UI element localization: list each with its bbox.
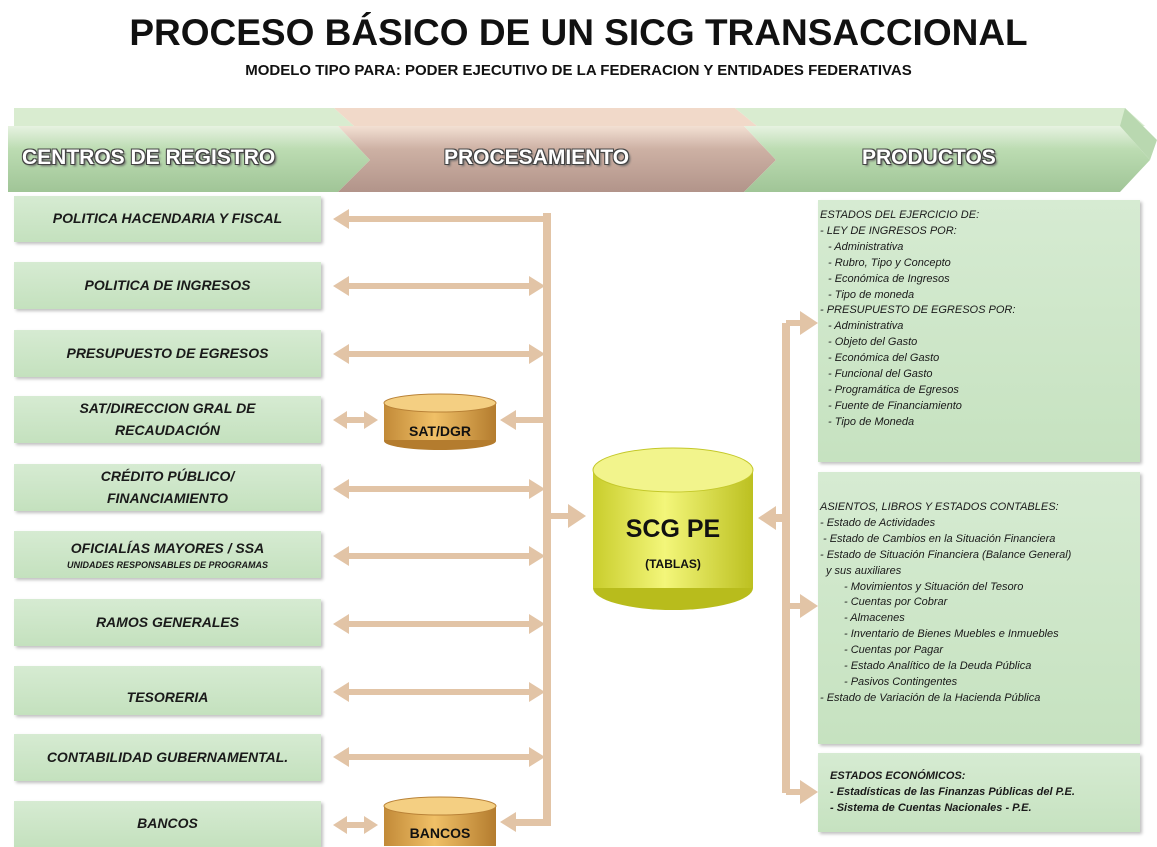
product-line: - Estado Analítico de la Deuda Pública bbox=[844, 660, 1032, 673]
centro-presupuesto-egresos: PRESUPUESTO DE EGRESOS bbox=[14, 330, 321, 377]
arrow-row-10-right bbox=[500, 812, 545, 832]
arrow-row-9 bbox=[333, 747, 545, 767]
trunk-line bbox=[543, 213, 551, 826]
centro-politica-ingresos: POLITICA DE INGRESOS bbox=[14, 262, 321, 309]
product-line: - Estado de Variación de la Hacienda Púb… bbox=[820, 691, 1041, 704]
product-line: - Estado de Actividades bbox=[820, 516, 936, 529]
arrow-row-3 bbox=[333, 344, 545, 364]
centro-label: OFICIALÍAS MAYORES / SSA bbox=[70, 540, 265, 557]
product-line: - Cuentas por Cobrar bbox=[844, 596, 948, 609]
page-subtitle: MODELO TIPO PARA: PODER EJECUTIVO DE LA … bbox=[245, 62, 912, 79]
band-right bbox=[744, 126, 1150, 192]
productos-estados-ejercicio: ESTADOS DEL EJERCICIO DE: - LEY DE INGRE… bbox=[818, 200, 1140, 462]
centro-ramos-generales: RAMOS GENERALES bbox=[14, 599, 321, 646]
arrow-row-5 bbox=[333, 479, 545, 499]
arrow-row-7 bbox=[333, 614, 545, 634]
product-line: ASIENTOS, LIBROS Y ESTADOS CONTABLES: bbox=[820, 501, 1059, 513]
band-left bbox=[8, 126, 370, 192]
arrow-trunk-to-scg bbox=[551, 504, 586, 528]
band-right-top bbox=[735, 108, 1145, 126]
page-title: PROCESO BÁSICO DE UN SICG TRANSACCIONAL bbox=[129, 12, 1028, 53]
product-line: - Funcional del Gasto bbox=[828, 368, 933, 381]
centro-label: SAT/DIRECCION GRAL DE bbox=[79, 399, 256, 416]
product-line: y sus auxiliares bbox=[826, 564, 902, 577]
centro-label: CRÉDITO PÚBLICO/ bbox=[100, 467, 235, 484]
centro-label-line2: RECAUDACIÓN bbox=[115, 421, 220, 438]
band-left-top bbox=[14, 108, 354, 126]
band-right-tip bbox=[1120, 108, 1157, 160]
arrow-row-2 bbox=[333, 276, 545, 296]
sat-dgr-cylinder bbox=[383, 393, 497, 450]
product-line: - Tipo de moneda bbox=[828, 288, 915, 301]
product-line: - Estado de Situación Financiera (Balanc… bbox=[820, 548, 1072, 561]
product-line: - Movimientos y Situación del Tesoro bbox=[844, 580, 1024, 593]
product-line: - Programática de Egresos bbox=[828, 383, 959, 396]
centro-contabilidad: CONTABILIDAD GUBERNAMENTAL. bbox=[14, 734, 321, 781]
product-line: - Tipo de Moneda bbox=[828, 415, 915, 428]
bancos-cylinder-label: BANCOS bbox=[409, 825, 471, 841]
scg-pe-label: SCG PE bbox=[625, 515, 721, 543]
product-line: - Económica de Ingresos bbox=[828, 272, 950, 285]
centro-politica-hacendaria: POLITICA HACENDARIA Y FISCAL bbox=[14, 196, 321, 242]
centro-bancos: BANCOS bbox=[14, 801, 321, 847]
product-line: - Estado de Cambios en la Situación Fina… bbox=[823, 532, 1056, 545]
header-band bbox=[8, 108, 1157, 192]
centro-label-line2: UNIDADES RESPONSABLES DE PROGRAMAS bbox=[66, 559, 269, 570]
sat-dgr-label: SAT/DGR bbox=[409, 423, 471, 439]
product-line: - Objeto del Gasto bbox=[828, 336, 918, 349]
centro-label: PRESUPUESTO DE EGRESOS bbox=[66, 344, 269, 361]
product-line: - LEY DE INGRESOS POR: bbox=[820, 224, 957, 237]
arrow-row-1 bbox=[333, 209, 545, 229]
band-middle-top bbox=[334, 108, 757, 126]
product-line: ESTADOS ECONÓMICOS: bbox=[830, 770, 966, 782]
centro-label: POLITICA DE INGRESOS bbox=[84, 276, 251, 293]
productos-economicos: ESTADOS ECONÓMICOS: - Estadísticas de la… bbox=[818, 753, 1140, 832]
product-line: - Inventario de Bienes Muebles e Inmuebl… bbox=[844, 628, 1059, 641]
centro-sat: SAT/DIRECCION GRAL DE RECAUDACIÓN bbox=[14, 396, 321, 443]
centro-label: POLITICA HACENDARIA Y FISCAL bbox=[52, 210, 283, 227]
centro-label: TESORERIA bbox=[126, 689, 209, 706]
product-line: - Almacenes bbox=[844, 612, 905, 625]
bancos-cylinder bbox=[383, 796, 497, 846]
scg-pe-sublabel: (TABLAS) bbox=[645, 557, 701, 571]
product-line: - Fuente de Financiamiento bbox=[828, 399, 962, 412]
product-line: - Económica del Gasto bbox=[828, 352, 940, 365]
centro-oficialias: OFICIALÍAS MAYORES / SSA UNIDADES RESPON… bbox=[14, 531, 321, 578]
centro-label-line2: FINANCIAMIENTO bbox=[106, 489, 229, 506]
centro-credito-publico: CRÉDITO PÚBLICO/ FINANCIAMIENTO bbox=[14, 464, 321, 511]
scg-pe-cylinder bbox=[592, 447, 754, 610]
header-productos: PRODUCTOS bbox=[862, 146, 996, 169]
product-line: - Estadísticas de las Finanzas Públicas … bbox=[830, 785, 1075, 798]
arrow-scg-to-products bbox=[758, 311, 818, 804]
product-line: - Administrativa bbox=[828, 240, 904, 253]
product-line: ESTADOS DEL EJERCICIO DE: bbox=[820, 209, 980, 221]
product-line: - PRESUPUESTO DE EGRESOS POR: bbox=[820, 304, 1016, 317]
arrow-row-8 bbox=[333, 682, 545, 702]
arrow-row-4-right bbox=[500, 410, 545, 430]
header-procesamiento: PROCESAMIENTO bbox=[444, 146, 630, 169]
product-line: - Cuentas por Pagar bbox=[844, 644, 944, 657]
header-centros: CENTROS DE REGISTRO bbox=[22, 146, 276, 169]
product-line: - Administrativa bbox=[828, 320, 904, 333]
arrow-row-4-left bbox=[333, 411, 378, 429]
arrow-row-10-left bbox=[333, 816, 378, 834]
product-line: - Pasivos Contingentes bbox=[844, 675, 958, 688]
band-middle bbox=[338, 126, 776, 192]
product-line: - Rubro, Tipo y Concepto bbox=[828, 256, 951, 269]
arrow-row-6 bbox=[333, 546, 545, 566]
productos-asientos: ASIENTOS, LIBROS Y ESTADOS CONTABLES: - … bbox=[818, 472, 1140, 744]
centro-label: RAMOS GENERALES bbox=[95, 613, 240, 630]
product-line: - Sistema de Cuentas Nacionales - P.E. bbox=[830, 801, 1032, 814]
centro-label: BANCOS bbox=[137, 815, 198, 832]
centro-tesoreria: TESORERIA bbox=[14, 666, 321, 715]
centro-label: CONTABILIDAD GUBERNAMENTAL. bbox=[46, 748, 289, 765]
